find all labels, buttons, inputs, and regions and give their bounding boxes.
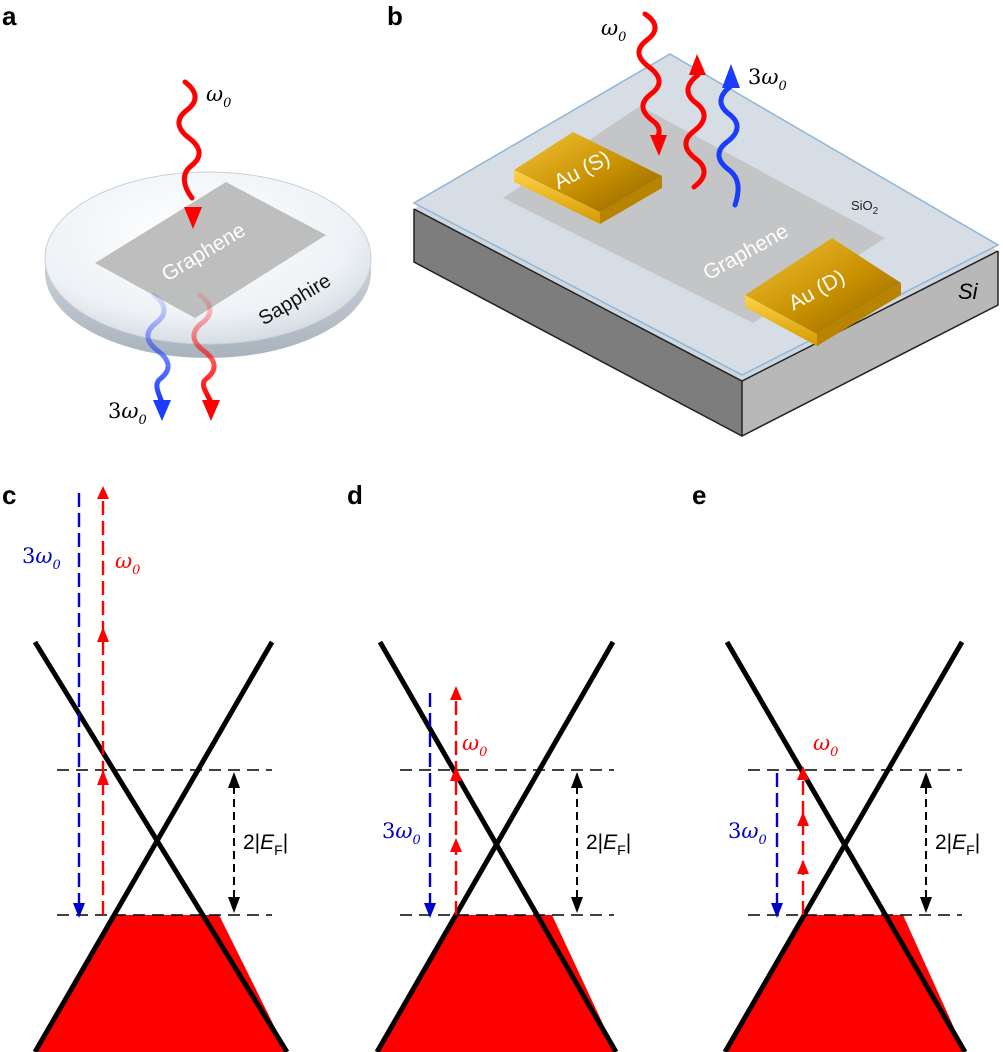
thg-wave-a bbox=[145, 292, 171, 403]
cone-right-d bbox=[374, 640, 616, 1052]
panel-e: e 3ω0 ω0 2|EF| bbox=[692, 480, 980, 1052]
drain-electrode bbox=[745, 238, 901, 346]
panel-letter-c: c bbox=[2, 480, 16, 510]
three-w0-label-a: 3ω0 bbox=[108, 399, 147, 428]
w0-label-e: ω0 bbox=[813, 731, 838, 760]
transmitted-pump-arrowhead bbox=[202, 400, 220, 421]
panel-letter-b: b bbox=[387, 1, 403, 31]
thg-arrowhead-b bbox=[722, 64, 740, 88]
gap-label-e: 2|EF| bbox=[935, 831, 980, 858]
cone-left-c bbox=[32, 640, 290, 1052]
pump-wave-b bbox=[636, 11, 662, 139]
pump-arrowhead-b bbox=[650, 135, 667, 156]
three-w0-label-d: 3ω0 bbox=[382, 819, 421, 848]
panel-b: b SiO2 Si Graphene Au (S) bbox=[387, 1, 1000, 437]
gap-arrow-top-d bbox=[571, 772, 583, 788]
reflected-pump-arrowhead bbox=[689, 54, 706, 75]
gap-arrow-top-c bbox=[228, 772, 240, 788]
panel-c: c 3ω0 ω0 2|EF| bbox=[2, 480, 290, 1052]
pump-step-3-d bbox=[450, 686, 462, 700]
thg-wave-b bbox=[716, 83, 741, 208]
w0-label-a: ω0 bbox=[206, 82, 231, 111]
cone-right-c bbox=[32, 640, 275, 1052]
fermi-sea-d bbox=[377, 915, 616, 1052]
cone-left-d bbox=[377, 640, 619, 1052]
pump-arrowhead bbox=[184, 207, 202, 229]
thg-arrowhead-a bbox=[153, 400, 171, 421]
w0-label-c: ω0 bbox=[115, 549, 140, 578]
w0-label-d: ω0 bbox=[462, 731, 487, 760]
pump-step-3-c bbox=[97, 486, 109, 499]
gap-arrow-top-e bbox=[920, 772, 932, 788]
graphene-sheet bbox=[95, 182, 326, 318]
panel-a: a Graphene Sapphire ω0 3ω0 bbox=[2, 1, 372, 428]
pump-step-1-c bbox=[97, 770, 109, 785]
pump-step-2-e bbox=[797, 812, 809, 826]
gap-label-d: 2|EF| bbox=[586, 831, 631, 858]
cone-right-e bbox=[722, 640, 965, 1052]
gap-arrow-bottom-d bbox=[571, 897, 583, 913]
three-w0-label-b: 3ω0 bbox=[748, 65, 787, 94]
thg-arrowhead-c bbox=[73, 903, 85, 918]
three-w0-label-c: 3ω0 bbox=[22, 544, 61, 573]
three-w0-label-e: 3ω0 bbox=[728, 819, 767, 848]
gap-arrow-bottom-e bbox=[920, 897, 932, 913]
fermi-sea-e bbox=[725, 915, 965, 1052]
gap-label-c: 2|EF| bbox=[243, 831, 288, 858]
pump-wave bbox=[176, 79, 202, 201]
w0-label-b: ω0 bbox=[601, 16, 626, 45]
pump-step-3-e bbox=[797, 766, 809, 780]
sio2-label: SiO2 bbox=[851, 198, 879, 217]
panel-d: d 3ω0 ω0 2|EF| bbox=[347, 480, 631, 1052]
gap-arrow-bottom-c bbox=[228, 897, 240, 913]
thg-arrowhead-e bbox=[771, 903, 783, 918]
panel-letter-e: e bbox=[692, 480, 706, 510]
reflected-pump-wave bbox=[683, 72, 707, 190]
pump-step-1-e bbox=[797, 860, 809, 874]
panel-letter-d: d bbox=[347, 480, 363, 510]
transmitted-pump-wave bbox=[191, 292, 217, 403]
pump-step-1-d bbox=[450, 838, 462, 852]
pump-step-2-d bbox=[450, 766, 462, 781]
source-electrode bbox=[514, 132, 662, 224]
pump-step-2-c bbox=[97, 627, 109, 642]
thg-arrowhead-d bbox=[424, 903, 436, 918]
si-label: Si bbox=[958, 279, 979, 304]
panel-letter-a: a bbox=[2, 1, 17, 31]
